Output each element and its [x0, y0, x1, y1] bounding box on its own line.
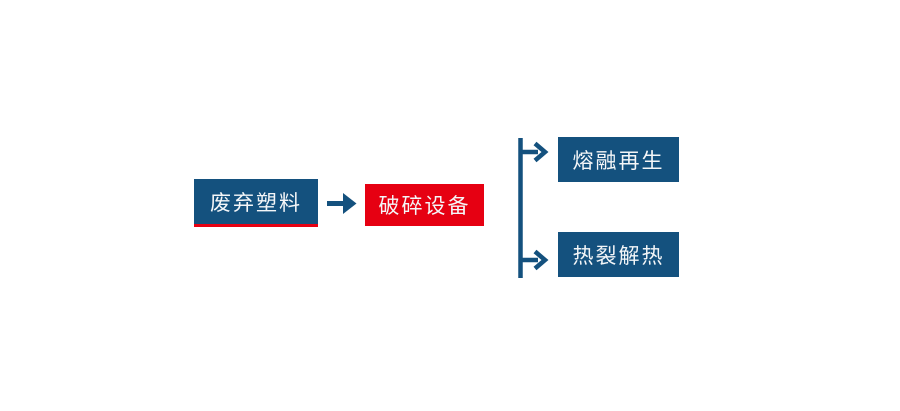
node-melt-regeneration-label: 熔融再生 — [572, 149, 665, 173]
node-pyrolysis-heat: 热裂解热 — [558, 232, 679, 277]
node-pyrolysis-heat-label: 热裂解热 — [572, 244, 665, 268]
branch-arrow-top-icon — [520, 141, 549, 163]
node-waste-plastic-label: 废弃塑料 — [210, 191, 302, 215]
node-crushing-equipment: 破碎设备 — [365, 184, 484, 226]
node-crushing-equipment-label: 破碎设备 — [378, 195, 471, 218]
branch-arrow-bottom-icon — [520, 249, 549, 271]
arrow-right-icon — [327, 193, 357, 214]
node-waste-plastic: 废弃塑料 — [194, 179, 318, 227]
branch-connector — [518, 138, 549, 278]
node-melt-regeneration: 熔融再生 — [558, 137, 679, 182]
